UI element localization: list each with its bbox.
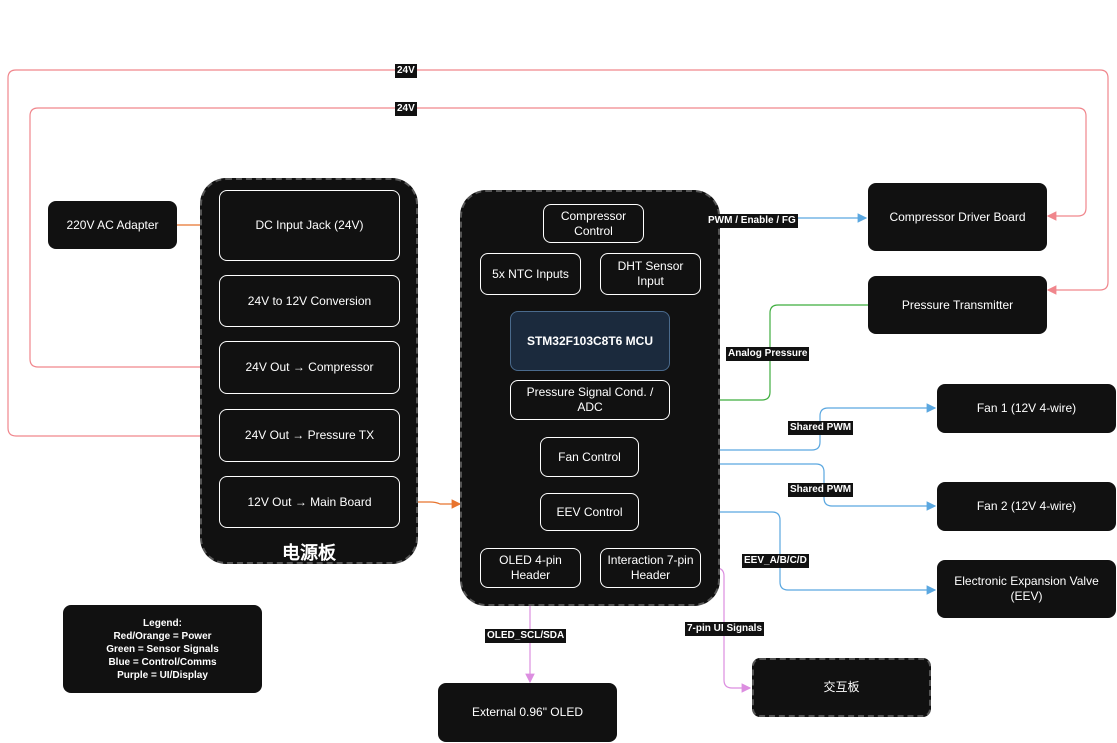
oled-header-node[interactable]: OLED 4-pin Header (480, 548, 581, 588)
dht-input-node[interactable]: DHT Sensor Input (600, 253, 701, 295)
conversion-node[interactable]: 24V to 12V Conversion (219, 275, 400, 327)
edge-label-shared-pwm-2: Shared PWM (788, 483, 854, 497)
edge-eev (639, 511, 937, 595)
out-pressure-tx-node[interactable]: 24V Out → Pressure TX (219, 409, 400, 462)
edge-label-pwm: PWM / Enable / FG (706, 214, 798, 228)
out-main-board-node[interactable]: 12V Out → Main Board (219, 476, 400, 528)
compressor-driver-node[interactable]: Compressor Driver Board (868, 183, 1047, 251)
edge-label-ui: 7-pin UI Signals (685, 622, 765, 636)
interaction-header-node[interactable]: Interaction 7-pin Header (600, 548, 701, 588)
interaction-board-node[interactable]: 交互板 (752, 658, 931, 717)
eev-control-node[interactable]: EEV Control (540, 493, 639, 531)
edge-label-24v-second: 24V (395, 102, 417, 116)
power-board-title: 电源板 (282, 543, 336, 563)
edge-label-24v-top: 24V (395, 64, 417, 78)
edge-label-oled: OLED_SCL/SDA (485, 629, 567, 643)
legend-ui: Purple = UI/Display (117, 669, 208, 681)
ac-adapter-node[interactable]: 220V AC Adapter (48, 201, 177, 249)
mcu-node[interactable]: STM32F103C8T6 MCU (510, 311, 670, 371)
legend-sensor: Green = Sensor Signals (106, 643, 219, 655)
edge-24v-compressor (29, 107, 1087, 368)
edge-24v-pressure (7, 69, 1109, 437)
dc-input-jack-node[interactable]: DC Input Jack (24V) (219, 190, 400, 261)
pressure-adc-node[interactable]: Pressure Signal Cond. / ADC (510, 380, 670, 420)
legend: Legend: Red/Orange = Power Green = Senso… (63, 605, 262, 693)
legend-power: Red/Orange = Power (113, 630, 212, 642)
fan2-node[interactable]: Fan 2 (12V 4-wire) (937, 482, 1116, 531)
fan-control-node[interactable]: Fan Control (540, 437, 639, 477)
edge-label-shared-pwm-1: Shared PWM (788, 421, 854, 435)
compressor-control-node[interactable]: Compressor Control (543, 204, 644, 243)
edge-label-analog: Analog Pressure (726, 347, 810, 361)
ntc-inputs-node[interactable]: 5x NTC Inputs (480, 253, 581, 295)
legend-title: Legend: (143, 617, 182, 629)
eev-node[interactable]: Electronic Expansion Valve (EEV) (937, 560, 1116, 618)
external-oled-node[interactable]: External 0.96" OLED (438, 683, 617, 742)
out-compressor-node[interactable]: 24V Out → Compressor (219, 341, 400, 394)
pressure-transmitter-node[interactable]: Pressure Transmitter (868, 276, 1047, 334)
edge-12v-main (400, 499, 462, 509)
fan1-node[interactable]: Fan 1 (12V 4-wire) (937, 384, 1116, 433)
edge-label-eev: EEV_A/B/C/D (742, 554, 809, 568)
legend-control: Blue = Control/Comms (108, 656, 217, 668)
